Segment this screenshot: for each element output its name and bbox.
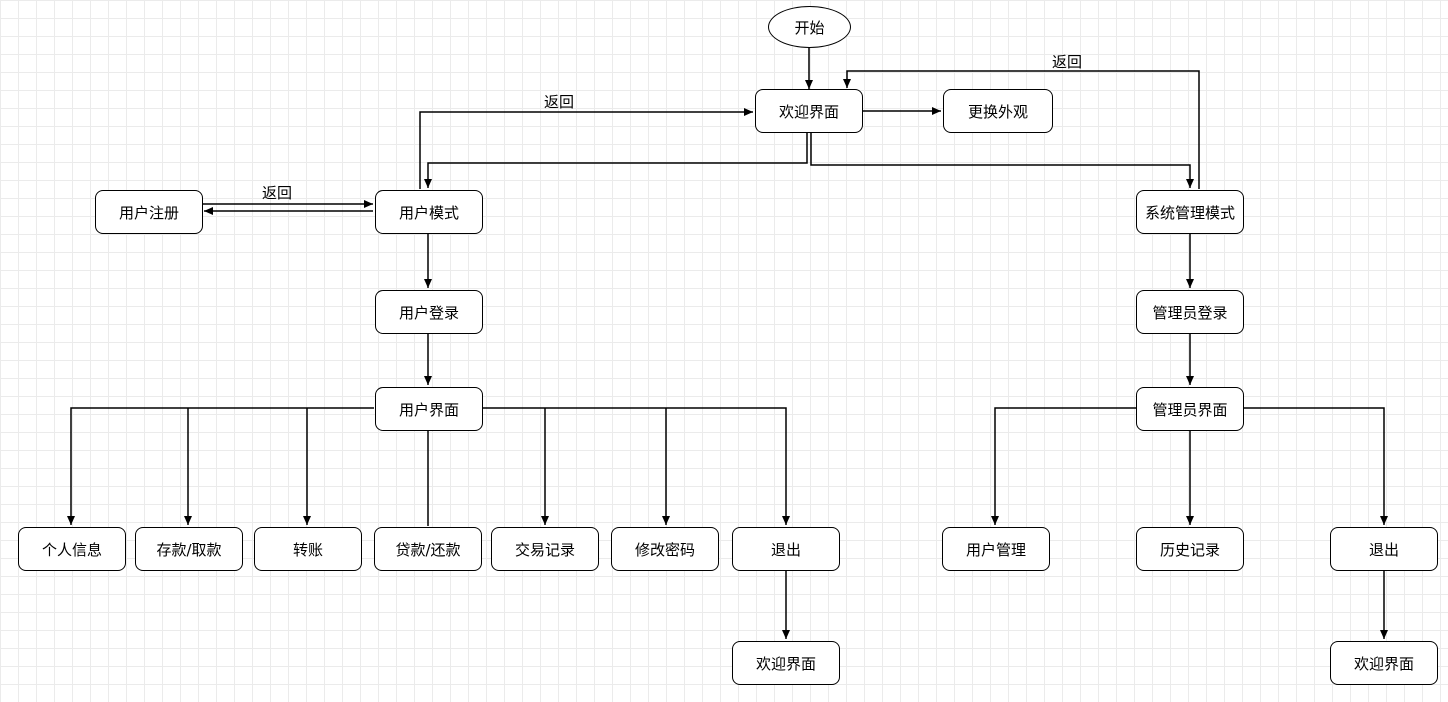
node-personal-info[interactable]: 个人信息 xyxy=(18,527,126,571)
node-history[interactable]: 历史记录 xyxy=(1136,527,1244,571)
node-user-ui[interactable]: 用户界面 xyxy=(375,387,483,431)
node-user-manage[interactable]: 用户管理 xyxy=(942,527,1050,571)
node-transactions[interactable]: 交易记录 xyxy=(491,527,599,571)
node-welcome[interactable]: 欢迎界面 xyxy=(755,89,863,133)
node-system-mode[interactable]: 系统管理模式 xyxy=(1136,190,1244,234)
edge-welcome-modes xyxy=(424,133,808,188)
edge-userui-right xyxy=(483,407,790,525)
node-user-login[interactable]: 用户登录 xyxy=(375,290,483,334)
edge-label-user-back: 返回 xyxy=(544,93,575,111)
edge-adminui-left xyxy=(991,407,1136,525)
node-change-password[interactable]: 修改密码 xyxy=(611,527,719,571)
node-change-skin[interactable]: 更换外观 xyxy=(943,89,1053,133)
node-admin-login[interactable]: 管理员登录 xyxy=(1136,290,1244,334)
edge-welcome-modes-2 xyxy=(810,133,1194,188)
edge-system-back xyxy=(843,70,1200,189)
node-transfer[interactable]: 转账 xyxy=(254,527,362,571)
node-user-exit-welcome[interactable]: 欢迎界面 xyxy=(732,641,840,685)
node-deposit-withdraw[interactable]: 存款/取款 xyxy=(135,527,243,571)
node-admin-ui[interactable]: 管理员界面 xyxy=(1136,387,1244,431)
edge-adminui-right xyxy=(1243,407,1388,525)
node-user-register[interactable]: 用户注册 xyxy=(95,190,203,234)
node-start[interactable]: 开始 xyxy=(768,6,851,48)
node-admin-exit[interactable]: 退出 xyxy=(1330,527,1438,571)
edge-user-back xyxy=(419,108,753,189)
node-admin-exit-welcome[interactable]: 欢迎界面 xyxy=(1330,641,1438,685)
node-loan-repay[interactable]: 贷款/还款 xyxy=(374,527,482,571)
edge-label-system-back: 返回 xyxy=(1052,53,1083,71)
edge-label-register-back: 返回 xyxy=(262,184,293,202)
node-user-exit[interactable]: 退出 xyxy=(732,527,840,571)
node-user-mode[interactable]: 用户模式 xyxy=(375,190,483,234)
edge-userui-left xyxy=(67,407,374,525)
